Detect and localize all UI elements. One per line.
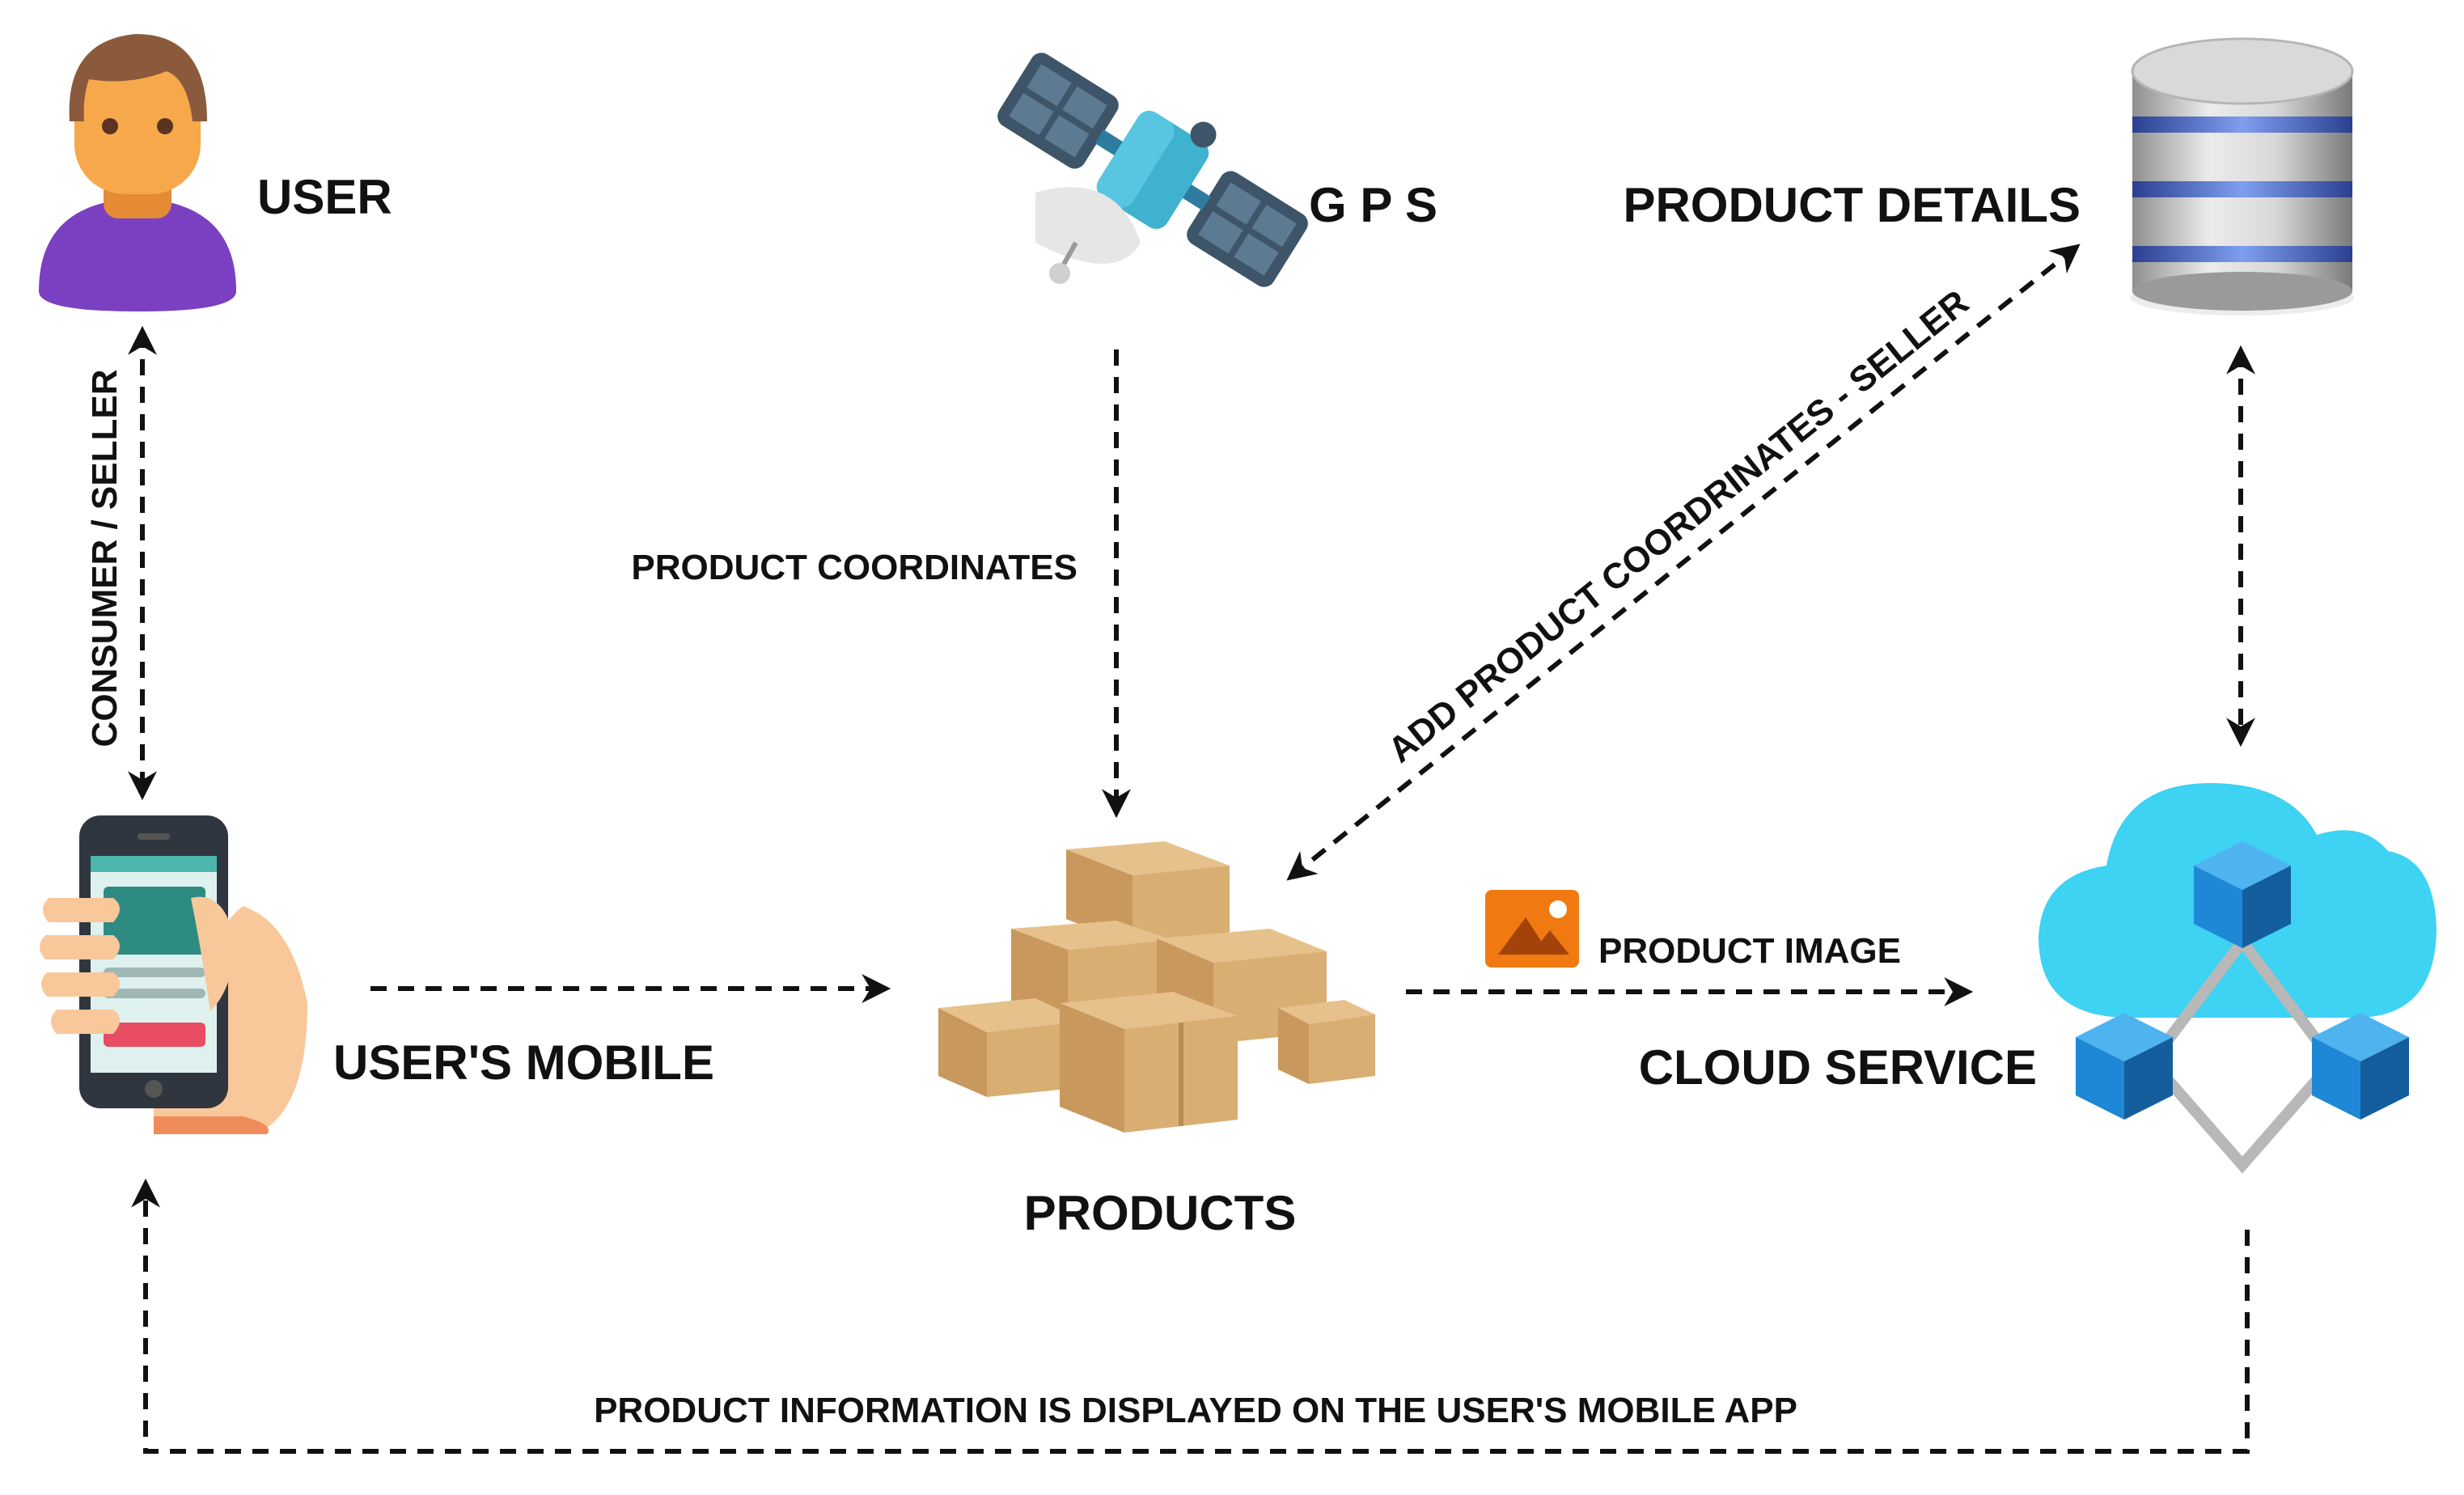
consumer-seller-label: CONSUMER / SELLER <box>85 370 125 748</box>
add-product-coordinates-label: ADD PRODUCT COORDRINATES - SELLER <box>1381 282 1976 770</box>
products-label: PRODUCTS <box>1024 1186 1297 1240</box>
product-information-arrow <box>131 1178 2250 1454</box>
cloud-service-node: CLOUD SERVICE <box>1639 783 2436 1174</box>
gps-node: G P S <box>997 53 1437 287</box>
database-icon <box>2131 37 2354 316</box>
edge-product-information: PRODUCT INFORMATION IS DISPLAYED ON THE … <box>131 1178 2250 1454</box>
product-image-label: PRODUCT IMAGE <box>1598 931 1901 971</box>
cardboard-boxes-icon <box>938 841 1375 1133</box>
user-label: USER <box>257 170 392 224</box>
users-mobile-label: USER'S MOBILE <box>333 1035 714 1090</box>
product-details-node: PRODUCT DETAILS <box>1623 37 2354 316</box>
satellite-icon <box>997 53 1308 287</box>
product-information-label: PRODUCT INFORMATION IS DISPLAYED ON THE … <box>594 1391 1797 1430</box>
user-node: USER <box>39 34 392 311</box>
edge-product-coordinates: PRODUCT COORDINATES <box>631 349 1131 819</box>
user-avatar-icon <box>39 34 236 311</box>
users-mobile-node: USER'S MOBILE <box>40 815 714 1134</box>
cloud-network-icon <box>2039 783 2436 1174</box>
smartphone-in-hand-icon <box>40 815 307 1134</box>
edge-add-product-coordinates: ADD PRODUCT COORDRINATES - SELLER <box>1286 244 2081 881</box>
product-details-label: PRODUCT DETAILS <box>1623 178 2081 232</box>
add-product-coordinates-arrow <box>1286 244 2081 881</box>
edge-consumer-seller: CONSUMER / SELLER <box>85 325 157 801</box>
image-icon <box>1485 890 1579 968</box>
edge-product-image: PRODUCT IMAGE <box>1406 890 1974 1006</box>
cloud-service-label: CLOUD SERVICE <box>1639 1040 2037 1095</box>
products-node: PRODUCTS <box>938 841 1375 1240</box>
gps-label: G P S <box>1309 178 1437 232</box>
product-coordinates-label: PRODUCT COORDINATES <box>631 548 1077 587</box>
